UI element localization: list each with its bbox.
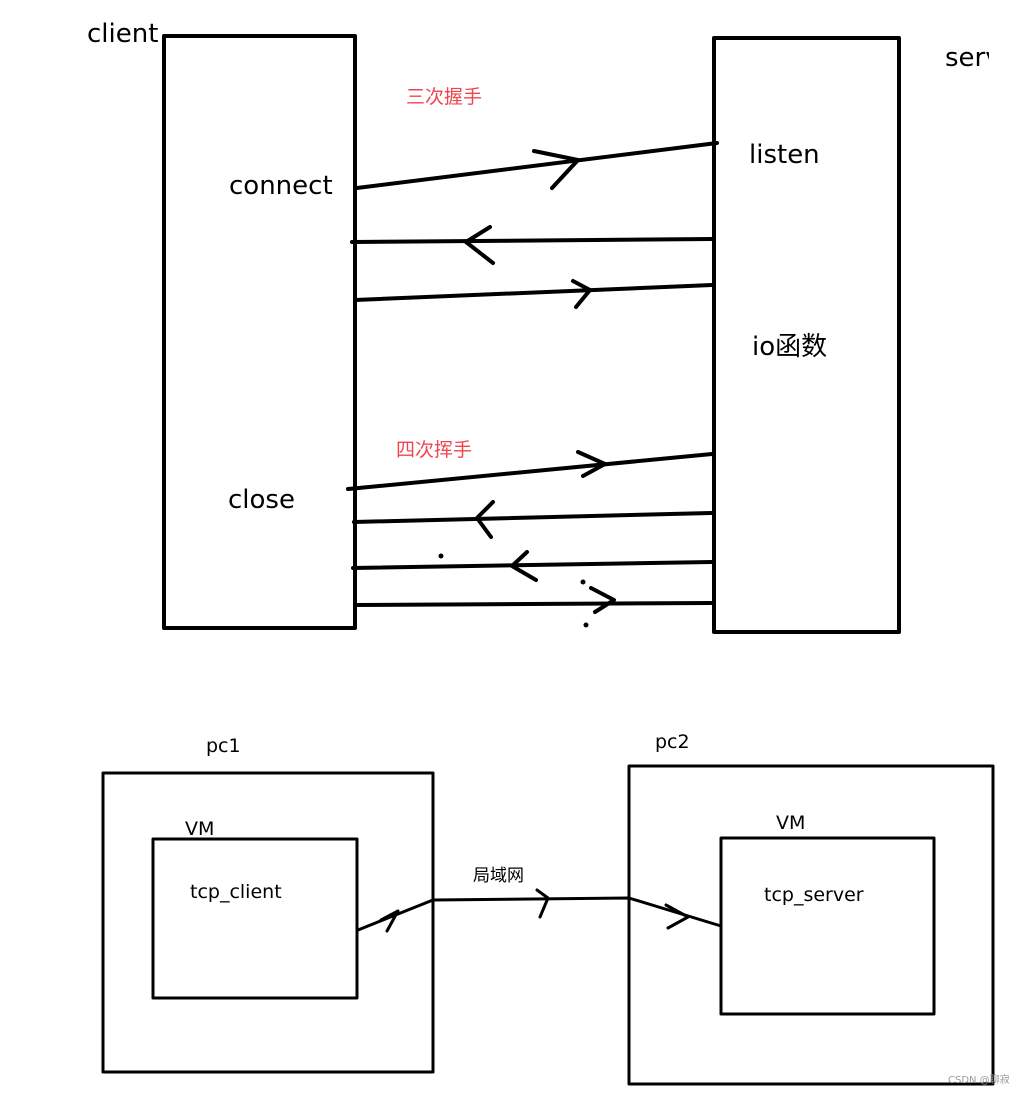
watermark: CSDN @聊寂 bbox=[948, 1075, 1010, 1086]
tcp-client-label: tcp_client bbox=[190, 881, 282, 903]
handshake-label: 三次握手 bbox=[406, 86, 483, 108]
handshake-syn-arrow bbox=[355, 141, 719, 190]
wave-fin2-arrow bbox=[351, 550, 714, 582]
handshake-ack-arrow bbox=[353, 279, 714, 309]
pc1-label: pc1 bbox=[206, 735, 241, 757]
wave-fin-arrow bbox=[346, 450, 714, 491]
close-label: close bbox=[228, 485, 295, 515]
pc2-box bbox=[627, 764, 995, 1086]
io-function-label: io函数 bbox=[752, 332, 828, 362]
vm2-box bbox=[719, 836, 936, 1016]
lan-label: 局域网 bbox=[473, 866, 524, 886]
vm1-box bbox=[151, 837, 359, 1000]
handshake-synack-arrow bbox=[350, 225, 714, 265]
lan-link bbox=[356, 888, 723, 933]
wave-ack-arrow bbox=[352, 500, 713, 539]
wave-label: 四次挥手 bbox=[396, 439, 473, 461]
listen-label: listen bbox=[749, 140, 820, 170]
connect-label: connect bbox=[229, 171, 333, 201]
client-title: client bbox=[87, 19, 159, 49]
vm1-label: VM bbox=[185, 818, 215, 840]
vm2-label: VM bbox=[776, 812, 806, 834]
server-box bbox=[712, 36, 901, 634]
pc2-label: pc2 bbox=[655, 731, 690, 753]
client-box bbox=[162, 34, 357, 630]
wave-ack2-arrow bbox=[355, 586, 713, 614]
tcp-server-label: tcp_server bbox=[764, 884, 864, 906]
pc1-box bbox=[101, 771, 435, 1074]
server-title: serv bbox=[945, 45, 989, 71]
stray-dots bbox=[438, 553, 589, 628]
